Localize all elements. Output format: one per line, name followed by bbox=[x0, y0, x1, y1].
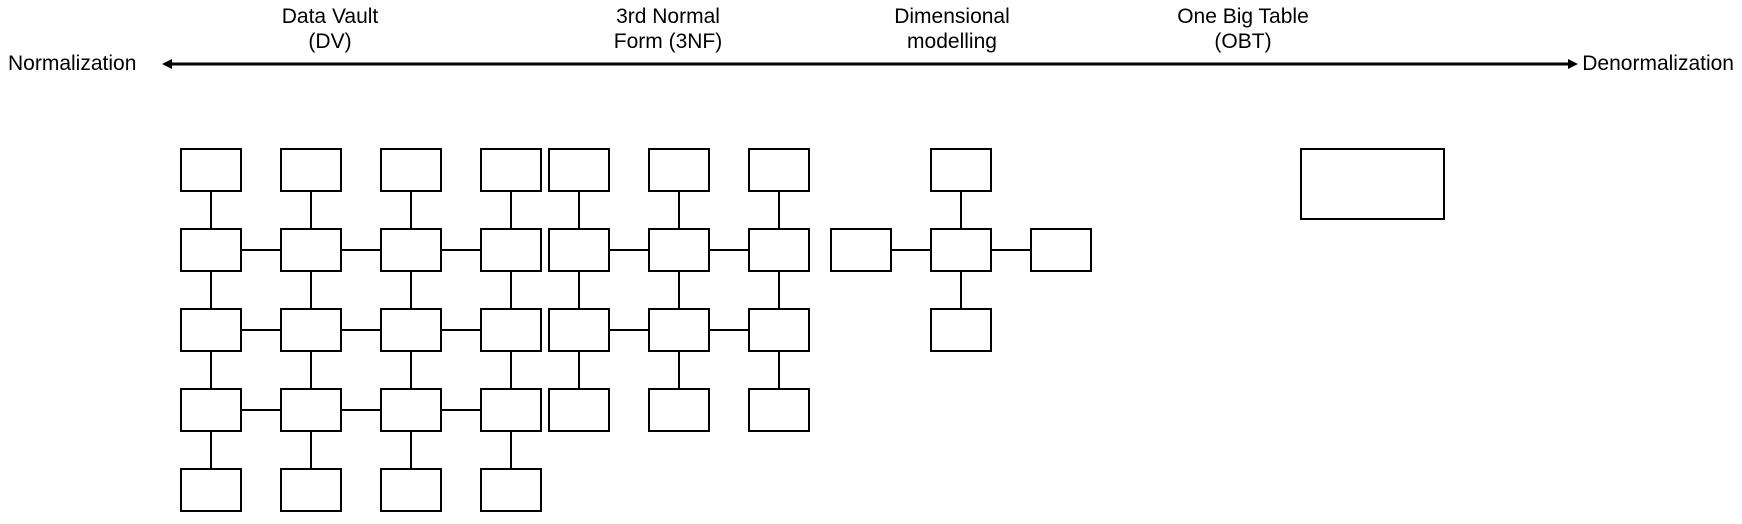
entity-box-dv-r3c1 bbox=[280, 388, 342, 432]
entity-box-dv-r0c1 bbox=[280, 148, 342, 192]
connector-h-dv-r3c1 bbox=[342, 409, 380, 411]
stage-title-data-vault: Data Vault (DV) bbox=[210, 4, 450, 54]
connector-h-3nf-r2c1 bbox=[710, 329, 748, 331]
entity-box-dv-r0c2 bbox=[380, 148, 442, 192]
stage-title-line1: Dimensional bbox=[894, 5, 1010, 28]
normalization-axis-arrow bbox=[162, 59, 1578, 69]
entity-box-dv-r1c2 bbox=[380, 228, 442, 272]
connector-v-dv-r2c0 bbox=[210, 352, 212, 388]
connector-v-dv-r3c2 bbox=[410, 432, 412, 468]
connector-v-dv-r0c1 bbox=[310, 192, 312, 228]
connector-v-3nf-r1c2 bbox=[778, 272, 780, 308]
entity-box-3nf-r1c2 bbox=[748, 228, 810, 272]
connector-v-3nf-r1c0 bbox=[578, 272, 580, 308]
connector-v-dv-r3c1 bbox=[310, 432, 312, 468]
entity-box-dv-r3c2 bbox=[380, 388, 442, 432]
entity-box-dv-r0c0 bbox=[180, 148, 242, 192]
connector-h-dv-r2c2 bbox=[442, 329, 480, 331]
entity-box-3nf-r3c1 bbox=[648, 388, 710, 432]
stage-title-line2: Form (3NF) bbox=[613, 30, 723, 53]
entity-box-dv-r4c3 bbox=[480, 468, 542, 512]
entity-box-dv-r4c2 bbox=[380, 468, 442, 512]
connector-h-dv-r2c0 bbox=[242, 329, 280, 331]
entity-box-dv-r3c0 bbox=[180, 388, 242, 432]
connector-v-3nf-r2c2 bbox=[778, 352, 780, 388]
entity-box-dv-r1c3 bbox=[480, 228, 542, 272]
stage-title-line1: One Big Table bbox=[1177, 5, 1309, 28]
entity-box-dim-bottom bbox=[930, 308, 992, 352]
connector-v-dv-r2c2 bbox=[410, 352, 412, 388]
entity-box-dv-r2c2 bbox=[380, 308, 442, 352]
stage-title-one-big-table: One Big Table (OBT) bbox=[1123, 4, 1363, 54]
entity-box-obt bbox=[1300, 148, 1445, 220]
stage-title-line2: modelling bbox=[907, 30, 997, 53]
connector-h-dv-r3c2 bbox=[442, 409, 480, 411]
stage-title-line1: Data Vault bbox=[281, 5, 379, 28]
entity-box-dv-r2c0 bbox=[180, 308, 242, 352]
connector-v-dv-r0c2 bbox=[410, 192, 412, 228]
connector-v-dv-r1c0 bbox=[210, 272, 212, 308]
connector-v-3nf-r0c1 bbox=[678, 192, 680, 228]
entity-box-3nf-r0c2 bbox=[748, 148, 810, 192]
entity-box-3nf-r3c0 bbox=[548, 388, 610, 432]
connector-h-dv-r2c1 bbox=[342, 329, 380, 331]
connector-v-dv-r0c0 bbox=[210, 192, 212, 228]
entity-box-dv-r4c0 bbox=[180, 468, 242, 512]
entity-box-3nf-r0c0 bbox=[548, 148, 610, 192]
connector-h-dv-r1c0 bbox=[242, 249, 280, 251]
connector-h-dim-right bbox=[992, 249, 1030, 251]
connector-v-3nf-r2c0 bbox=[578, 352, 580, 388]
connector-h-dv-r1c2 bbox=[442, 249, 480, 251]
entity-box-dv-r0c3 bbox=[480, 148, 542, 192]
entity-box-dv-r1c1 bbox=[280, 228, 342, 272]
entity-box-dv-r1c0 bbox=[180, 228, 242, 272]
stage-title-line2: (DV) bbox=[308, 30, 352, 53]
entity-box-3nf-r1c1 bbox=[648, 228, 710, 272]
entity-box-3nf-r3c2 bbox=[748, 388, 810, 432]
entity-box-dv-r2c3 bbox=[480, 308, 542, 352]
connector-v-3nf-r0c0 bbox=[578, 192, 580, 228]
entity-box-3nf-r2c1 bbox=[648, 308, 710, 352]
stage-title-third-normal-form: 3rd Normal Form (3NF) bbox=[548, 4, 788, 54]
entity-box-dv-r2c1 bbox=[280, 308, 342, 352]
stage-title-line2: (OBT) bbox=[1214, 30, 1272, 53]
entity-box-dim-left bbox=[830, 228, 892, 272]
connector-v-dv-r1c3 bbox=[510, 272, 512, 308]
entity-box-dv-r4c1 bbox=[280, 468, 342, 512]
connector-h-3nf-r1c1 bbox=[710, 249, 748, 251]
connector-v-dim-bottom bbox=[960, 272, 962, 308]
entity-box-3nf-r2c2 bbox=[748, 308, 810, 352]
connector-v-dv-r2c3 bbox=[510, 352, 512, 388]
connector-h-3nf-r2c0 bbox=[610, 329, 648, 331]
connector-h-dv-r3c0 bbox=[242, 409, 280, 411]
connector-h-3nf-r1c0 bbox=[610, 249, 648, 251]
axis-label-normalization: Normalization bbox=[8, 52, 137, 75]
connector-v-3nf-r0c2 bbox=[778, 192, 780, 228]
connector-v-dim-top bbox=[960, 192, 962, 228]
entity-box-dim-fact bbox=[930, 228, 992, 272]
stage-title-line1: 3rd Normal bbox=[616, 5, 720, 28]
connector-h-dv-r1c1 bbox=[342, 249, 380, 251]
stage-title-dimensional-modelling: Dimensional modelling bbox=[832, 4, 1072, 54]
connector-h-dim-left bbox=[892, 249, 930, 251]
connector-v-dv-r3c3 bbox=[510, 432, 512, 468]
connector-v-dv-r1c2 bbox=[410, 272, 412, 308]
connector-v-dv-r0c3 bbox=[510, 192, 512, 228]
connector-v-3nf-r1c1 bbox=[678, 272, 680, 308]
entity-box-3nf-r0c1 bbox=[648, 148, 710, 192]
connector-v-dv-r3c0 bbox=[210, 432, 212, 468]
entity-box-3nf-r2c0 bbox=[548, 308, 610, 352]
connector-v-dv-r1c1 bbox=[310, 272, 312, 308]
entity-box-dim-right bbox=[1030, 228, 1092, 272]
axis-label-denormalization: Denormalization bbox=[1582, 52, 1734, 75]
entity-box-dv-r3c3 bbox=[480, 388, 542, 432]
connector-v-3nf-r2c1 bbox=[678, 352, 680, 388]
connector-v-dv-r2c1 bbox=[310, 352, 312, 388]
entity-box-3nf-r1c0 bbox=[548, 228, 610, 272]
entity-box-dim-top bbox=[930, 148, 992, 192]
